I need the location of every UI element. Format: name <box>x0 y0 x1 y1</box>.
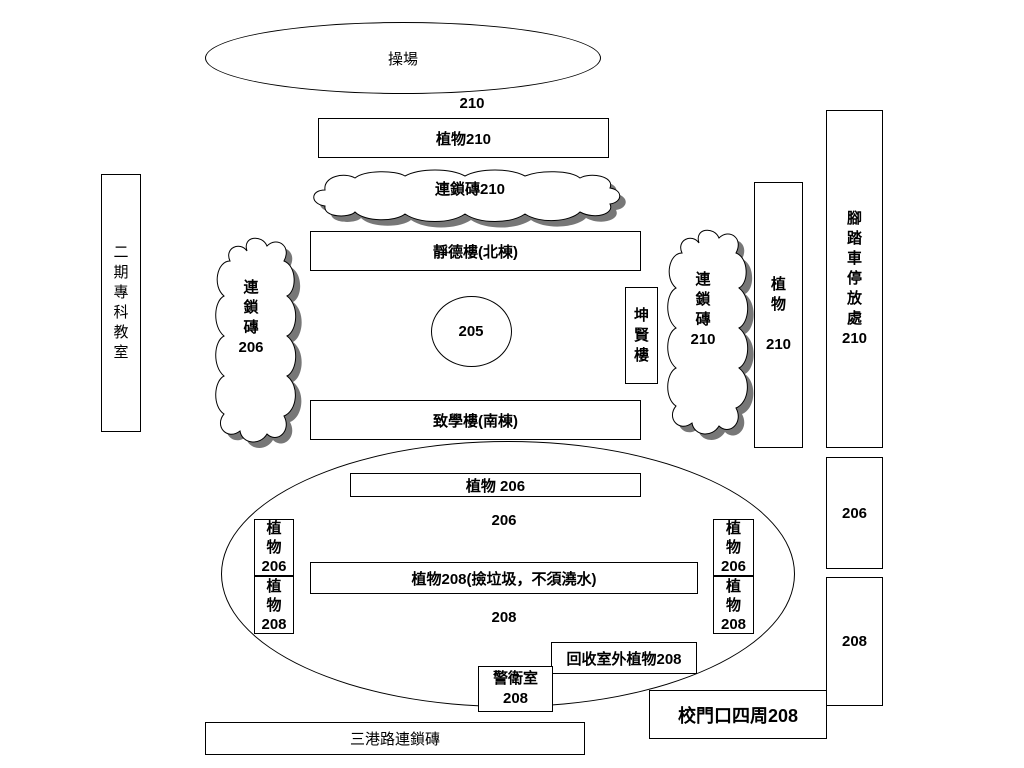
plant-east-char: 物 <box>770 296 786 313</box>
right-208-box: 208 <box>826 577 883 706</box>
phase2-char: 科 <box>113 304 129 321</box>
right-plant-206-char: 植 <box>725 520 741 537</box>
plant-east-char: 植 <box>770 276 786 293</box>
brick-west-char: 206 <box>238 339 264 356</box>
left-plant-208-char: 208 <box>261 615 287 633</box>
brick-north-cloud <box>313 169 626 228</box>
bike-parking-char: 腳 <box>846 210 862 227</box>
right-plant-208-char: 208 <box>720 615 747 633</box>
brick-west-cloud <box>215 237 302 448</box>
bike-parking-char: 車 <box>846 250 862 267</box>
south-building-label: 致學樓(南棟) <box>433 412 518 430</box>
right-206-label: 206 <box>841 504 868 522</box>
brick-west-label: 連 鎖 磚 206 <box>226 276 276 360</box>
phase2-char: 二 <box>113 244 129 261</box>
right-plant-206-char: 物 <box>725 539 741 556</box>
brick-east-char: 210 <box>690 331 716 348</box>
bike-parking-char: 放 <box>846 290 862 307</box>
guard-room-name: 警衛室 <box>492 670 538 687</box>
recycle-plant-box: 回收室外植物208 <box>551 642 697 674</box>
brick-west-char: 磚 <box>243 319 259 336</box>
plant-north-box: 植物210 <box>318 118 609 158</box>
brick-east-char: 鎖 <box>695 291 711 308</box>
plant-east-box: 植 物 210 <box>754 182 803 448</box>
plant-north-label: 植物210 <box>435 130 492 148</box>
kunxian-building-box: 坤 賢 樓 <box>625 287 658 384</box>
left-plant-206-char: 植 <box>266 520 282 537</box>
center-ellipse <box>431 296 512 367</box>
guard-room-code: 208 <box>502 690 529 707</box>
brick-east-cloud <box>667 229 754 440</box>
left-plant-206-box: 植 物 206 <box>254 519 294 576</box>
bike-parking-char: 210 <box>841 330 868 347</box>
recycle-plant-label: 回收室外植物208 <box>566 650 682 668</box>
label-208: 208 <box>491 609 517 626</box>
phase2-char: 專 <box>113 284 129 301</box>
left-plant-208-char: 物 <box>266 596 282 614</box>
plant-206-center-label: 植物 206 <box>465 477 526 495</box>
left-plant-206-char: 物 <box>266 539 282 556</box>
guard-room-box: 警衛室 208 <box>478 666 553 712</box>
phase2-char: 室 <box>113 344 129 361</box>
sangang-road-box: 三港路連鎖磚 <box>205 722 585 755</box>
right-plant-208-char: 植 <box>725 577 741 595</box>
playground-label: 操場 <box>387 51 418 68</box>
brick-east-char: 連 <box>695 271 711 288</box>
bike-parking-char: 停 <box>846 270 862 287</box>
playground-ellipse <box>205 22 601 94</box>
left-plant-208-box: 植 物 208 <box>254 576 294 634</box>
plant-206-center-box: 植物 206 <box>350 473 641 497</box>
left-plant-206-char: 206 <box>261 558 287 575</box>
phase2-char: 教 <box>113 324 129 341</box>
right-plant-208-box: 植 物 208 <box>713 576 754 634</box>
brick-north-label: 連鎖磚210 <box>434 181 506 198</box>
bike-parking-char: 踏 <box>846 230 862 247</box>
bike-parking-char: 處 <box>846 310 862 327</box>
north-building-label: 靜德樓(北棟) <box>433 243 518 261</box>
phase2-char: 期 <box>113 264 129 281</box>
brick-west-char: 連 <box>243 279 259 296</box>
kunxian-char: 樓 <box>633 346 649 364</box>
label-206: 206 <box>491 512 517 529</box>
right-208-label: 208 <box>841 633 868 650</box>
kunxian-char: 賢 <box>633 326 649 344</box>
brick-west-char: 鎖 <box>243 299 259 316</box>
school-gate-label: 校門口四周208 <box>677 705 799 726</box>
left-plant-208-char: 植 <box>266 577 282 595</box>
right-plant-206-char: 206 <box>720 558 747 575</box>
phase2-classroom-box: 二 期 專 科 教 室 <box>101 174 141 432</box>
plant-208-center-box: 植物208(撿垃圾，不須澆水) <box>310 562 698 594</box>
right-206-box: 206 <box>826 457 883 569</box>
plant-east-char: 210 <box>765 336 792 353</box>
bike-parking-box: 腳 踏 車 停 放 處 210 <box>826 110 883 448</box>
center-code: 205 <box>458 323 484 340</box>
right-plant-206-box: 植 物 206 <box>713 519 754 576</box>
brick-east-label: 連 鎖 磚 210 <box>678 268 728 352</box>
playground-code: 210 <box>459 95 485 112</box>
south-building-box: 致學樓(南棟) <box>310 400 641 440</box>
kunxian-char: 坤 <box>633 306 649 324</box>
plant-208-center-label: 植物208(撿垃圾，不須澆水) <box>411 570 597 588</box>
north-building-box: 靜德樓(北棟) <box>310 231 641 271</box>
right-plant-208-char: 物 <box>725 596 741 614</box>
school-gate-box: 校門口四周208 <box>649 690 827 739</box>
sangang-road-label: 三港路連鎖磚 <box>349 731 440 748</box>
brick-east-char: 磚 <box>695 311 711 328</box>
